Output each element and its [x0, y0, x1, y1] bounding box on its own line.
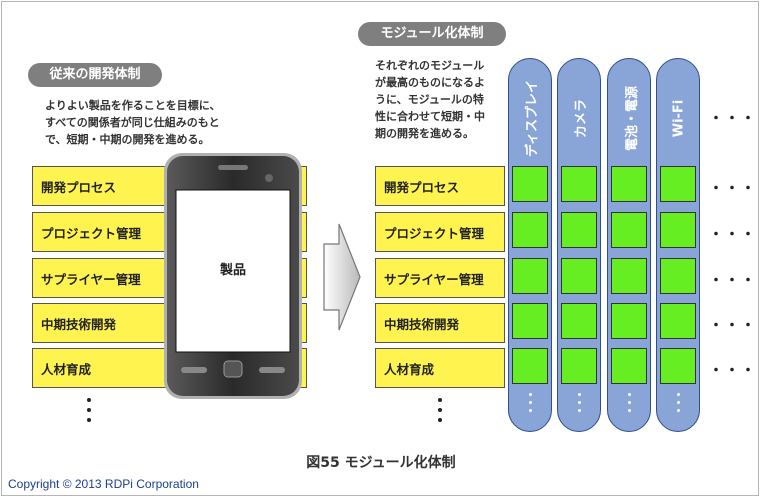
- right-row-label: 開発プロセス: [384, 179, 460, 195]
- left-more-rows-dots: [87, 398, 93, 428]
- more-columns-dots: ・・・: [709, 363, 757, 379]
- module-label: 電池・電源: [624, 85, 640, 151]
- module-cell: [512, 258, 548, 294]
- right-row-2: プロジェクト管理: [375, 212, 505, 252]
- more-columns-dots: ・・・: [709, 227, 757, 243]
- module-cell: [561, 348, 597, 384]
- left-row-label: プロジェクト管理: [41, 225, 142, 241]
- module-cell: [660, 348, 696, 384]
- left-description: よりよい製品を作ることを目標に、 すべての関係者が同じ仕組みのもと で、短期・中…: [45, 99, 221, 146]
- module-cell: [660, 166, 696, 202]
- product-label: 製品: [219, 263, 246, 278]
- module-cell: [611, 258, 647, 294]
- copyright-text: Copyright © 2013 RDPi Corporation: [8, 477, 199, 491]
- module-column-dots: [628, 393, 634, 417]
- module-cell: [512, 166, 548, 202]
- right-title-pill: モジュール化体制: [358, 22, 506, 46]
- module-cell: [561, 166, 597, 202]
- arrow-right-icon: [323, 223, 361, 331]
- more-columns-dots: ・・・: [709, 111, 757, 127]
- module-cell: [512, 212, 548, 248]
- left-row-label: 中期技術開発: [41, 316, 117, 332]
- module-cell: [660, 212, 696, 248]
- right-row-5: 人材育成: [375, 348, 505, 388]
- module-column-dots: [529, 393, 535, 417]
- module-cell: [611, 303, 647, 339]
- module-column-dots: [578, 393, 584, 417]
- module-column-wifi: Wi-Fi: [656, 58, 700, 432]
- module-cell: [561, 212, 597, 248]
- module-label: カメラ: [574, 98, 590, 138]
- right-row-label: サプライヤー管理: [384, 271, 484, 287]
- module-cell: [512, 348, 548, 384]
- module-cell: [611, 166, 647, 202]
- module-cell: [561, 303, 597, 339]
- module-cell: [561, 258, 597, 294]
- figure-caption: 図55 モジュール化体制: [306, 455, 456, 471]
- module-cell: [660, 303, 696, 339]
- module-cell: [512, 303, 548, 339]
- module-cell: [611, 212, 647, 248]
- right-row-3: サプライヤー管理: [375, 258, 505, 298]
- left-row-label: 人材育成: [41, 361, 92, 377]
- right-row-label: プロジェクト管理: [384, 225, 485, 241]
- module-cell: [611, 348, 647, 384]
- module-column-battery: 電池・電源: [607, 58, 651, 432]
- right-row-label: 中期技術開発: [384, 316, 460, 332]
- right-description: それぞれのモジュール が最高のものになるよ うに、モジュールの特 性に合わせて短…: [375, 59, 485, 140]
- right-row-1: 開発プロセス: [375, 166, 505, 206]
- module-label: ディスプレイ: [525, 79, 541, 157]
- left-row-label: サプライヤー管理: [41, 271, 141, 287]
- more-columns-dots: ・・・: [709, 181, 757, 197]
- module-column-camera: カメラ: [557, 58, 601, 432]
- module-cell: [660, 258, 696, 294]
- module-column-dots: [677, 393, 683, 417]
- module-label: Wi-Fi: [671, 99, 687, 137]
- module-column-display: ディスプレイ: [508, 58, 552, 432]
- right-row-4: 中期技術開発: [375, 303, 505, 343]
- more-columns-dots: ・・・: [709, 318, 757, 334]
- left-row-label: 開発プロセス: [41, 179, 117, 195]
- more-columns-dots: ・・・: [709, 273, 757, 289]
- right-more-rows-dots: [438, 398, 444, 428]
- left-title-pill: 従来の開発体制: [28, 63, 162, 87]
- right-row-label: 人材育成: [384, 361, 435, 377]
- smartphone-icon: [164, 153, 302, 399]
